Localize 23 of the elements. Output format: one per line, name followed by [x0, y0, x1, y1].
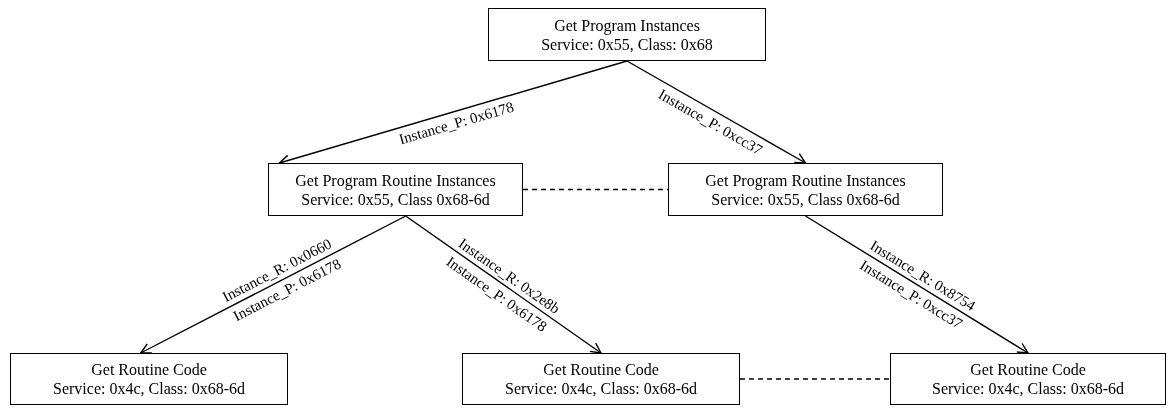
box-title: Get Routine Code — [91, 360, 207, 379]
process-box — [890, 353, 1166, 405]
process-box — [488, 8, 766, 61]
box-detail: Service: 0x55, Class 0x68-6d — [711, 190, 900, 209]
box-title: Get Routine Code — [970, 360, 1086, 379]
box-title: Get Program Instances — [554, 15, 700, 35]
arrow — [405, 215, 602, 354]
process-box — [10, 353, 288, 405]
arrow — [139, 215, 407, 354]
box-detail: Service: 0x55, Class 0x68-6d — [301, 190, 490, 209]
process-box — [462, 353, 740, 405]
arrow — [804, 215, 1029, 354]
box-detail: Service: 0x4c, Class: 0x68-6d — [53, 379, 245, 398]
box-detail: Service: 0x55, Class: 0x68 — [541, 35, 713, 54]
box-detail: Service: 0x4c, Class: 0x68-6d — [505, 379, 697, 398]
process-box — [668, 163, 943, 216]
box-title: Get Routine Code — [543, 360, 659, 379]
box-detail: Service: 0x4c, Class: 0x68-6d — [932, 379, 1124, 398]
process-box — [268, 163, 523, 216]
dashed-line — [739, 378, 891, 380]
box-title: Get Program Routine Instances — [705, 170, 906, 190]
arrow — [626, 60, 807, 164]
box-title: Get Program Routine Instances — [295, 170, 496, 190]
